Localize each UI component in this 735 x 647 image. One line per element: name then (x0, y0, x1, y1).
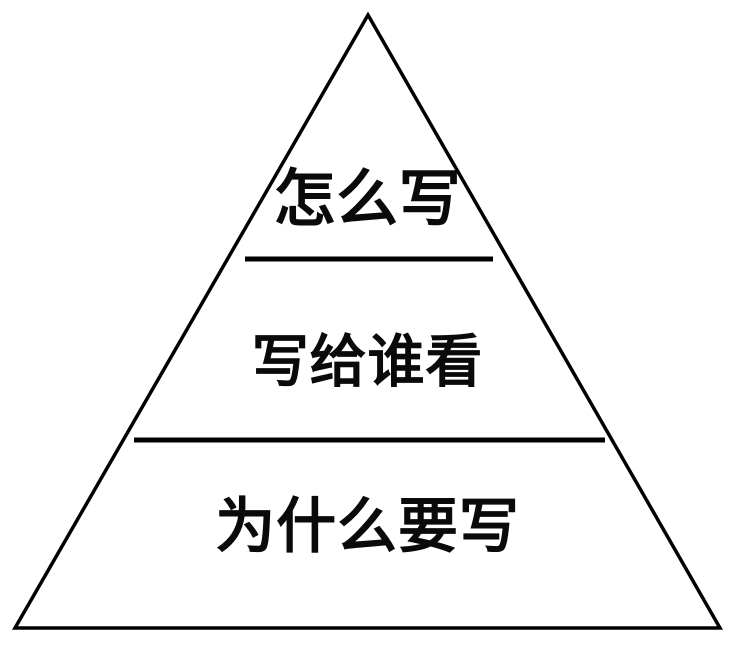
pyramid-tier-label-middle: 写给谁看 (251, 328, 484, 395)
pyramid-outline (11, 11, 724, 630)
pyramid-tier-label-bottom: 为什么要写 (215, 492, 520, 562)
pyramid-tier-label-top: 怎么写 (273, 162, 462, 235)
